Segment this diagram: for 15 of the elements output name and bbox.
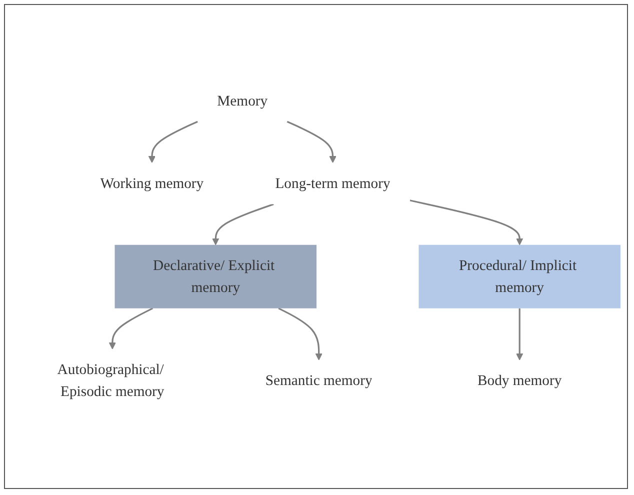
- node-text: Long-term memory: [275, 174, 390, 192]
- arrow: [410, 200, 524, 246]
- arrow: [516, 308, 524, 360]
- node-box: Procedural/ Implicit memory: [418, 244, 620, 308]
- node-text: Working memory: [100, 174, 204, 192]
- node-text: Autobiographical/ Episodic memory: [57, 361, 164, 400]
- arrow: [212, 203, 274, 246]
- node-text: Memory: [217, 92, 268, 109]
- arrow: [278, 308, 322, 360]
- node-text: Semantic memory: [265, 372, 372, 388]
- node-text: Body memory: [477, 372, 562, 388]
- arrow: [286, 120, 336, 164]
- arrow: [108, 308, 154, 350]
- arrow: [148, 120, 198, 164]
- node-box: Declarative/ Explicit memory: [114, 244, 316, 308]
